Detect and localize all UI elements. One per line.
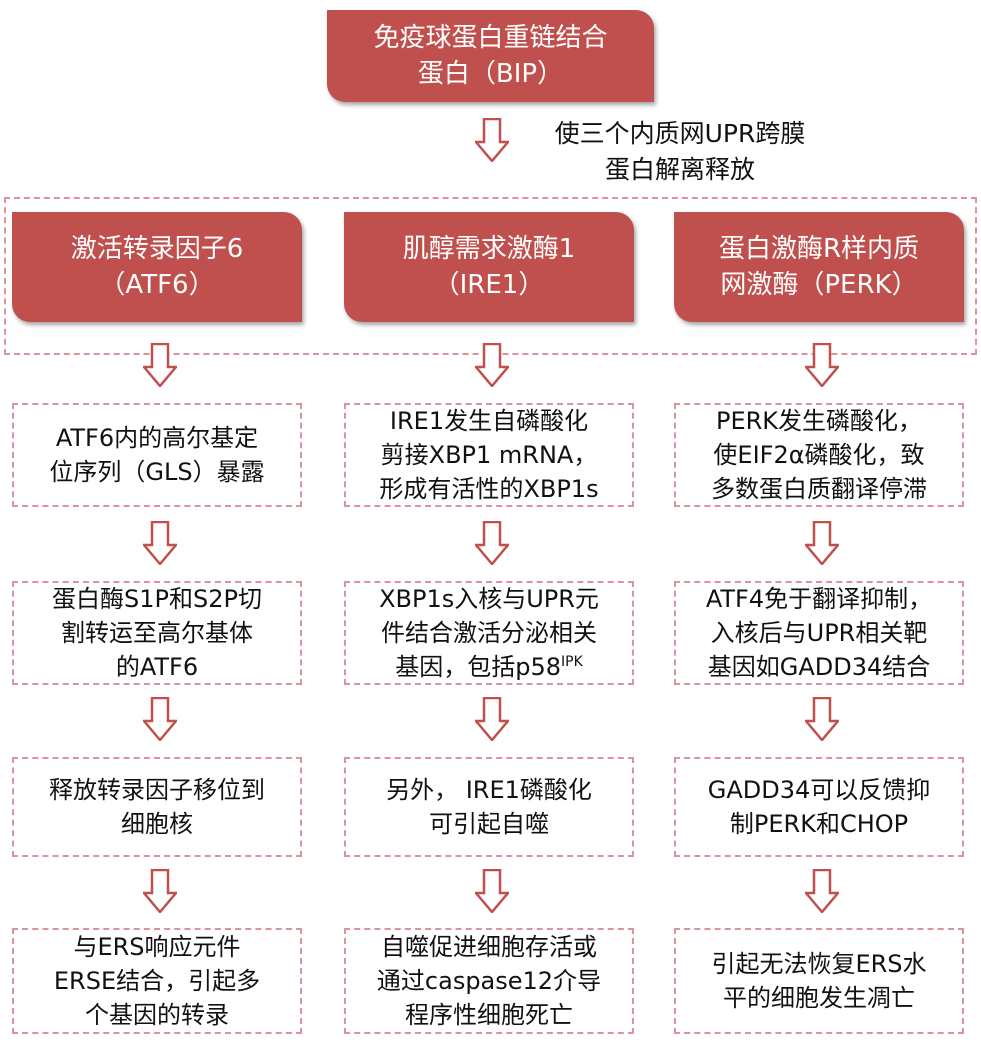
- ipk-superscript: IPK: [561, 654, 583, 670]
- perk-step-2-line3: 基因如GADD34结合: [707, 653, 931, 681]
- dissociation-note-line1: 使三个内质网UPR跨膜: [554, 119, 806, 148]
- atf6-step-4-line1: 与ERS响应元件: [73, 933, 241, 961]
- atf6-step-2-line1: 蛋白酶S1P和S2P切: [52, 585, 262, 613]
- ire1-step-4: 自噬促进细胞存活或 通过caspase12介导 程序性细胞死亡: [344, 928, 634, 1034]
- bip-line2: 蛋白（BIP）: [417, 59, 564, 89]
- ire1-sensor-line1: 肌醇需求激酶1: [402, 234, 576, 264]
- ire1-step-2-line2: 件结合激活分泌相关: [381, 619, 597, 647]
- atf6-step-2-line2: 割转运至高尔基体: [61, 619, 253, 647]
- bip-line1: 免疫球蛋白重链结合: [373, 23, 608, 53]
- ire1-step-3-line1: 另外， IRE1磷酸化: [386, 776, 592, 804]
- ire1-sensor-box: 肌醇需求激酶1 （IRE1）: [344, 212, 634, 322]
- dissociation-note: 使三个内质网UPR跨膜 蛋白解离释放: [520, 116, 840, 188]
- perk-arrow-3-icon: [805, 697, 839, 741]
- atf6-step-1-line2: 位序列（GLS）暴露: [49, 458, 265, 486]
- perk-step-4-line2: 平的细胞发生凋亡: [723, 984, 915, 1012]
- ire1-step-1: IRE1发生自磷酸化 剪接XBP1 mRNA， 形成有活性的XBP1s: [344, 403, 634, 507]
- ire1-step-4-line2: 通过caspase12介导: [376, 967, 602, 995]
- atf6-sensor-line2: （ATF6）: [99, 270, 215, 300]
- ire1-arrow-2-icon: [475, 521, 509, 565]
- atf6-sensor-line1: 激活转录因子6: [70, 234, 244, 264]
- ire1-step-1-line3: 形成有活性的XBP1s: [379, 475, 599, 503]
- atf6-step-3-line1: 释放转录因子移位到: [49, 776, 265, 804]
- perk-step-3: GADD34可以反馈抑 制PERK和CHOP: [674, 757, 964, 857]
- perk-step-3-line2: 制PERK和CHOP: [729, 810, 909, 838]
- perk-step-1-line2: 使EIF2α磷酸化，致: [713, 441, 925, 469]
- ire1-step-4-line3: 程序性细胞死亡: [405, 1001, 573, 1029]
- ire1-arrow-1-icon: [475, 343, 509, 387]
- ire1-step-2: XBP1s入核与UPR元 件结合激活分泌相关 基因，包括p58IPK: [344, 581, 634, 685]
- ire1-arrow-4-icon: [475, 869, 509, 913]
- bip-down-arrow-icon: [475, 118, 509, 162]
- atf6-step-3-line2: 细胞核: [121, 810, 193, 838]
- perk-step-4: 引起无法恢复ERS水 平的细胞发生凋亡: [674, 928, 964, 1034]
- perk-sensor-box: 蛋白激酶R样内质 网激酶（PERK）: [674, 212, 964, 322]
- atf6-step-4-line2: ERSE结合，引起多: [53, 967, 261, 995]
- perk-step-1-line3: 多数蛋白质翻译停滞: [711, 475, 927, 503]
- atf6-arrow-3-icon: [143, 697, 177, 741]
- atf6-step-2-line3: 的ATF6: [115, 653, 199, 681]
- perk-step-3-line1: GADD34可以反馈抑: [707, 776, 931, 804]
- ire1-step-2-line1: XBP1s入核与UPR元: [379, 585, 599, 613]
- atf6-step-1: ATF6内的高尔基定 位序列（GLS）暴露: [12, 403, 302, 507]
- atf6-step-4: 与ERS响应元件 ERSE结合，引起多 个基因的转录: [12, 928, 302, 1034]
- ire1-step-1-line1: IRE1发生自磷酸化: [389, 407, 589, 435]
- atf6-step-2: 蛋白酶S1P和S2P切 割转运至高尔基体 的ATF6: [12, 581, 302, 685]
- atf6-sensor-box: 激活转录因子6 （ATF6）: [12, 212, 302, 322]
- perk-arrow-2-icon: [805, 521, 839, 565]
- ire1-step-4-line1: 自噬促进细胞存活或: [381, 933, 597, 961]
- atf6-step-1-line1: ATF6内的高尔基定: [55, 424, 259, 452]
- atf6-arrow-2-icon: [143, 521, 177, 565]
- perk-arrow-1-icon: [805, 343, 839, 387]
- atf6-arrow-1-icon: [143, 343, 177, 387]
- bip-box: 免疫球蛋白重链结合 蛋白（BIP）: [327, 10, 654, 102]
- ire1-step-1-line2: 剪接XBP1 mRNA，: [380, 441, 598, 469]
- perk-step-2-line1: ATF4免于翻译抑制，: [705, 585, 933, 613]
- dissociation-note-line2: 蛋白解离释放: [604, 155, 755, 184]
- ire1-arrow-3-icon: [475, 697, 509, 741]
- perk-step-2-line2: 入核后与UPR相关靶: [710, 619, 928, 647]
- ire1-sensor-line2: （IRE1）: [433, 270, 545, 300]
- ire1-step-2-line3-text: 基因，包括p58: [395, 653, 561, 681]
- perk-sensor-line2: 网激酶（PERK）: [720, 270, 918, 300]
- ire1-step-2-line3: 基因，包括p58IPK: [395, 650, 583, 684]
- perk-step-1-line1: PERK发生磷酸化，: [715, 407, 923, 435]
- perk-arrow-4-icon: [805, 869, 839, 913]
- perk-step-1: PERK发生磷酸化， 使EIF2α磷酸化，致 多数蛋白质翻译停滞: [674, 403, 964, 507]
- ire1-step-3: 另外， IRE1磷酸化 可引起自噬: [344, 757, 634, 857]
- perk-step-4-line1: 引起无法恢复ERS水: [711, 950, 927, 978]
- atf6-arrow-4-icon: [143, 869, 177, 913]
- atf6-step-4-line3: 个基因的转录: [85, 1001, 229, 1029]
- perk-step-2: ATF4免于翻译抑制， 入核后与UPR相关靶 基因如GADD34结合: [674, 581, 964, 685]
- atf6-step-3: 释放转录因子移位到 细胞核: [12, 757, 302, 857]
- ire1-step-3-line2: 可引起自噬: [429, 810, 549, 838]
- perk-sensor-line1: 蛋白激酶R样内质: [718, 234, 920, 264]
